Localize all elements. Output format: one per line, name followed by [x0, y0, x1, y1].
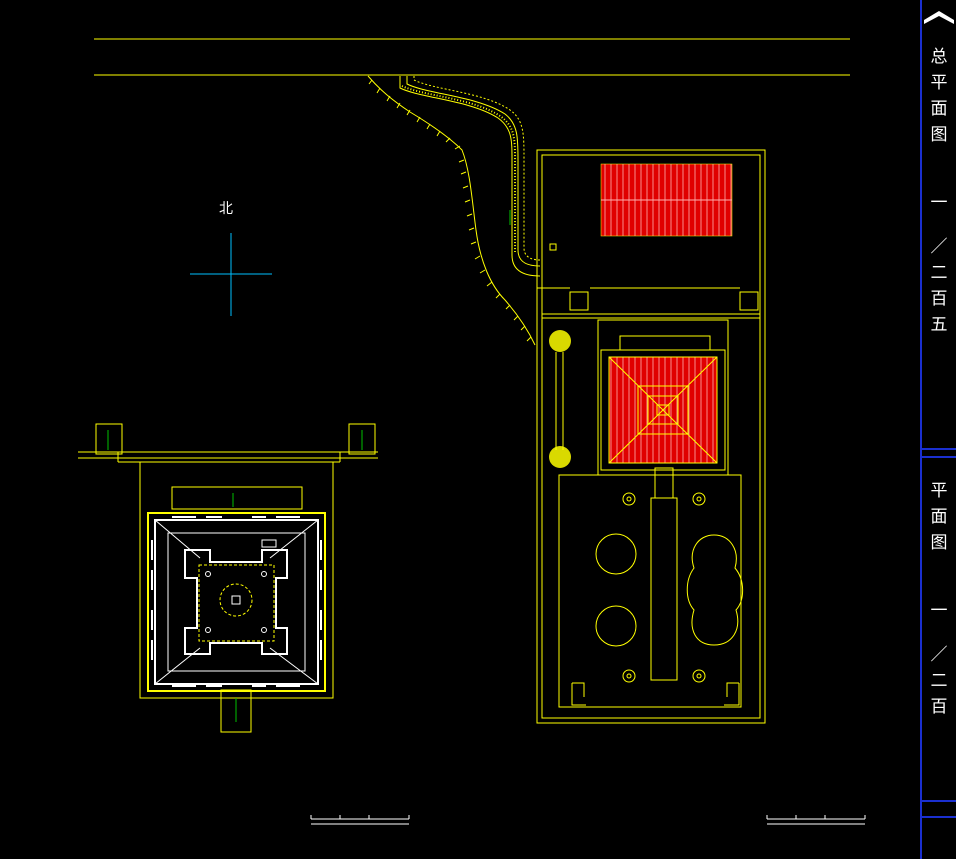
floor-stairs-left [95, 423, 123, 455]
panel-divider [922, 448, 956, 450]
pond-right [686, 534, 744, 646]
site-boundary-outer [536, 149, 766, 724]
central-walkway [650, 497, 678, 681]
scale-bar-right [766, 815, 866, 825]
garden-area [558, 474, 742, 708]
small-square-marker [549, 243, 557, 251]
winding-path [399, 76, 541, 277]
pavilion-base [147, 512, 326, 692]
slope-hatch [367, 75, 536, 346]
site-plan [536, 149, 766, 724]
title-block-top: 总 平 面 图 一 ／ 二 百 五 [930, 47, 948, 335]
cad-drawing-canvas [78, 38, 866, 825]
north-label: 北 [219, 201, 233, 217]
pond-left-bottom [595, 605, 637, 647]
lantern-3 [622, 669, 636, 683]
panel-divider [922, 816, 956, 818]
tree-top [549, 330, 571, 352]
panel-divider [922, 800, 956, 802]
floor-entry-steps-top [171, 486, 303, 510]
pavilion-roof [608, 356, 718, 464]
north-arrow [190, 233, 272, 316]
lantern-4 [692, 669, 706, 683]
panel-chevron-icon [924, 11, 954, 24]
pavilion-steps-top [619, 335, 711, 351]
floor-enclosure [139, 461, 334, 699]
lantern-1 [622, 492, 636, 506]
pavilion-floor-plan [78, 423, 378, 733]
site-boundary-inner [541, 154, 761, 719]
upper-stairs-left [569, 291, 589, 311]
scale-bar-left [310, 815, 410, 825]
upper-stairs-right [739, 291, 759, 311]
title-side-panel: 总 平 面 图 一 ／ 二 百 五 平 面 图 一 ／ 二 百 [920, 0, 956, 859]
title-block-bottom: 平 面 图 一 ／ 二 百 [930, 481, 948, 717]
panel-divider [922, 456, 956, 458]
tree-bottom [549, 446, 571, 468]
pond-left-top [595, 533, 637, 575]
pavilion-steps-bottom [654, 467, 674, 499]
lantern-2 [692, 492, 706, 506]
floor-stairs-right [348, 423, 376, 455]
